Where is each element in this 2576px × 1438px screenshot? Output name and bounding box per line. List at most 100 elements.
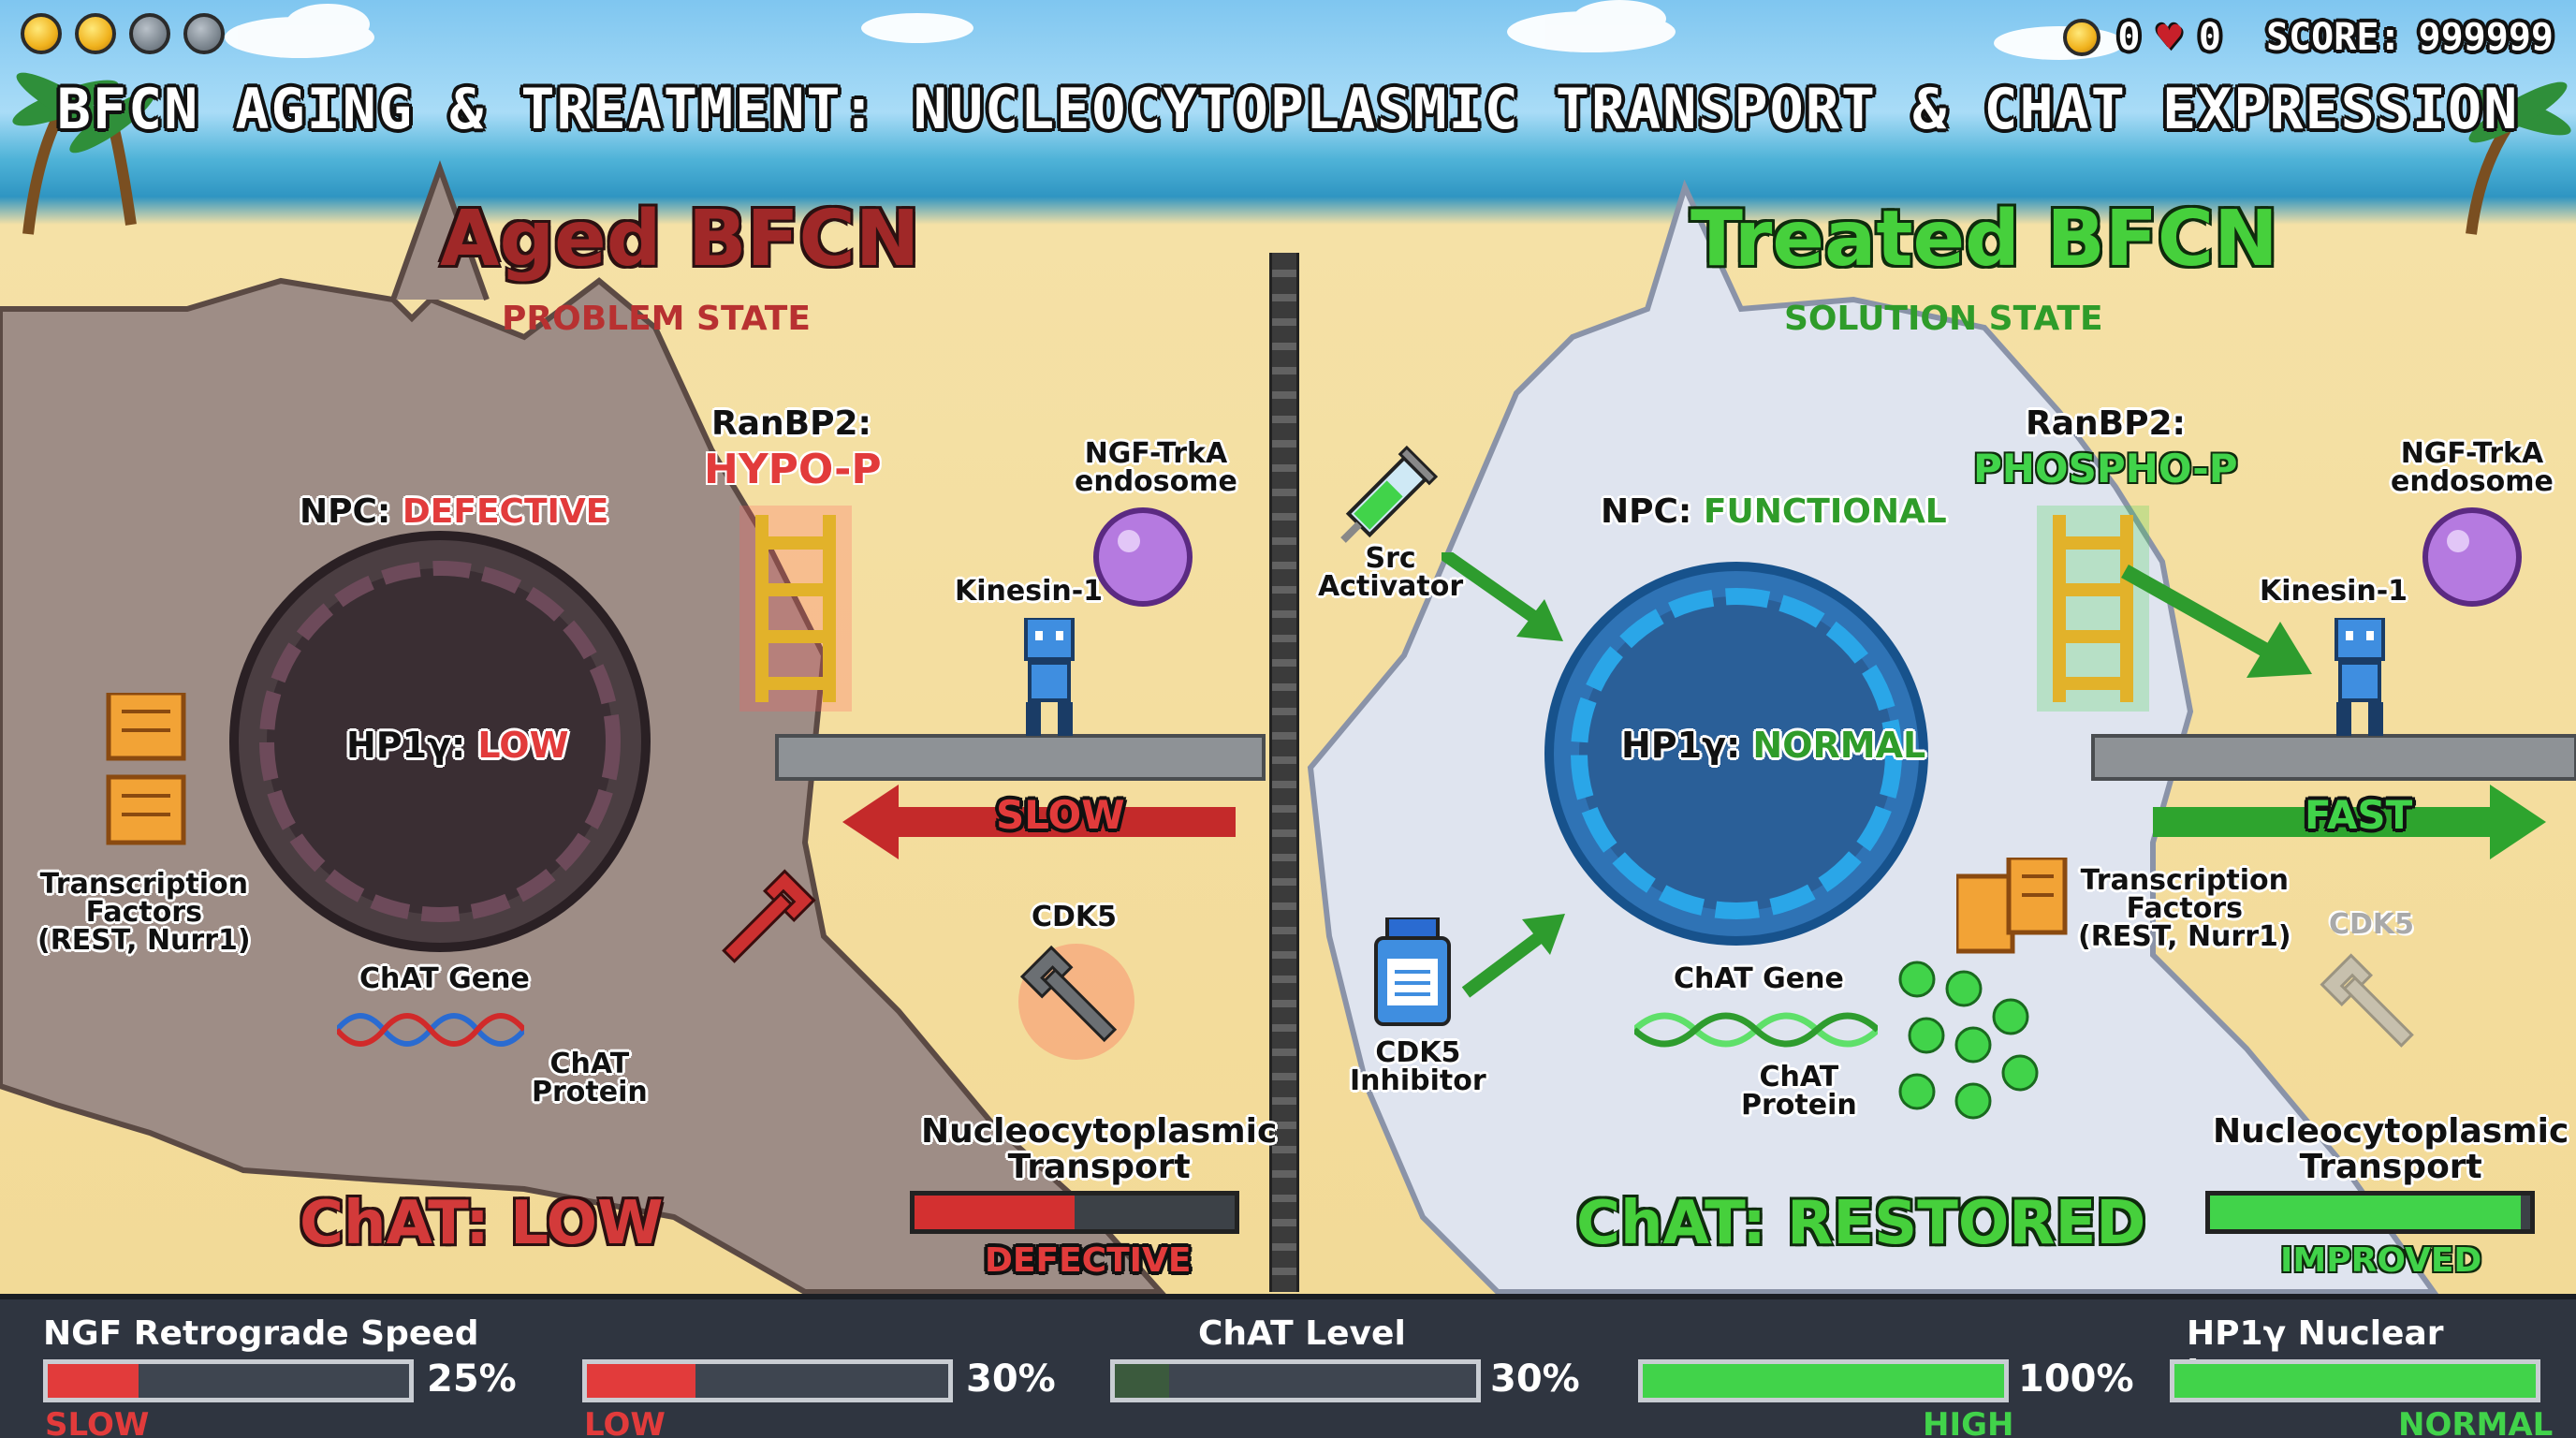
medicine-bottle-icon [1374,917,1451,1026]
chat-level-title: ChAT Level [1198,1314,1406,1353]
cloud-icon [225,0,2125,60]
green-arrow-icon [2121,565,2312,678]
score-label: SCORE: [2266,16,2402,59]
speed-label-right: FAST [2305,792,2413,838]
hp1-label-left: HP1γ: LOW [346,725,569,766]
cdk5-inhibitor-label: CDK5 Inhibitor [1350,1036,1486,1097]
hp1-state-right: NORMAL [1752,725,1926,766]
chat-gene-label-left: ChAT Gene [359,962,530,995]
chat-level-bar [1110,1359,1481,1402]
coin-icon [75,13,116,54]
hp1-label-right: HP1γ: NORMAL [1621,725,1925,766]
treated-nucleus-inner [1571,588,1902,919]
heart-icon: ♥ [2157,13,2182,62]
npc-prefix: NPC: [300,492,391,531]
wrench-icon-active [722,869,816,963]
treated-heading: Treated BFCN [1690,195,2278,284]
slow-arrow-icon [842,785,1236,859]
tf-label-right: Transcription Factors (REST, Nurr1) [2078,864,2291,953]
transport-title-left: Nucleocytoplasmic Transport [921,1112,1278,1186]
chat-protein-label-left: ChAT Protein [532,1048,648,1108]
npc-label-right: NPC: FUNCTIONAL [1601,492,1947,531]
aged-neuron-dendrite [390,160,490,301]
speed-label-left: SLOW [996,792,1125,838]
dna-icon [1634,1012,1878,1048]
hp1-state-left: LOW [477,725,569,766]
hp1-prefix-right: HP1γ: [1621,725,1741,766]
hp1-prefix-left: HP1γ: [346,725,466,766]
ranbp2-state-left: HYPO-P [704,446,882,493]
chat-status-right: ChAT: RESTORED [1576,1189,2146,1258]
aged-subheading: PROBLEM STATE [502,300,811,338]
ranbp2-ladder-icon [739,506,852,712]
ranbp2-label-left: RanBP2: [711,404,871,443]
ranbp2-ladder-icon-right [2037,506,2149,712]
transcription-factor-scroll-icon [106,693,186,845]
transport-bar-left [910,1191,1239,1234]
chat-high-state: HIGH [1923,1406,2014,1438]
endosome-label-right: NGF-TrkA endosome [2391,437,2554,498]
chat-gene-label-right: ChAT Gene [1674,962,1844,995]
chat-high-bar [1638,1359,2009,1402]
npc-prefix-right: NPC: [1601,492,1692,531]
chat-protein-label-right: ChAT Protein [1741,1061,1857,1122]
ngf-speed-state: SLOW [45,1406,150,1438]
src-activator-label: Src Activator [1318,542,1464,603]
wrench-icon [1018,944,1134,1060]
ngf-speed-title: NGF Retrograde Speed [43,1314,479,1353]
coin-icon [2063,19,2101,56]
lives-tray [21,13,225,54]
aged-heading: Aged BFCN [440,195,920,284]
hp1-import-state: NORMAL [2398,1406,2554,1438]
kinesin-robot-icon-right [2334,618,2385,736]
bar-fill [2174,1364,2536,1398]
fast-arrow-icon [2153,785,2546,859]
transport-title-right: Nucleocytoplasmic Transport [2213,1112,2569,1186]
ranbp2-state-right: PHOSPHO-P [1973,446,2238,492]
syringe-icon [1340,446,1438,543]
npc-state-left: DEFECTIVE [402,492,609,531]
score-hud: 0 ♥ 0 SCORE: 999999 [2063,11,2554,64]
cdk5-label-left: CDK5 [1032,901,1118,933]
game-title: BFCN AGING & TREATMENT: NUCLEOCYTOPLASMI… [56,77,2520,142]
axon-track-right [2091,734,2576,781]
empty-coin-icon [183,13,225,54]
empty-coin-icon [129,13,170,54]
green-arrow-icon [1461,914,1565,998]
heart-count: 0 [2198,16,2221,59]
ngf-speed-bar [43,1359,414,1402]
kinesin-label-left: Kinesin-1 [955,575,1104,608]
endosome-label-left: NGF-TrkA endosome [1075,437,1237,498]
transcription-factor-scroll-icon [1956,858,2068,954]
green-arrow-icon [1442,552,1563,641]
chat-level-pct: 30% [1490,1357,1580,1401]
chat-protein-cluster-icon [1898,961,2039,1120]
dna-icon [337,1013,524,1047]
ngf-speed-pct: 25% [427,1357,517,1401]
ranbp2-label-right: RanBP2: [2026,404,2186,443]
npc-label-left: NPC: DEFECTIVE [300,492,608,531]
bar-fill [587,1364,695,1398]
bar-fill [1115,1364,1169,1398]
bar-fill [1643,1364,2004,1398]
chat-low-bar [582,1359,953,1402]
transport-state-right: IMPROVED [2280,1241,2482,1280]
hp1-import-bar [2170,1359,2540,1402]
axon-track-left [775,734,1266,781]
transport-bar-fill-right [2210,1196,2521,1229]
chat-status-left: ChAT: LOW [300,1189,664,1258]
cdk5-label-right: CDK5 [2329,908,2415,941]
treated-subheading: SOLUTION STATE [1784,300,2103,338]
aged-nucleus-inner [259,561,621,922]
coin-icon [21,13,62,54]
chat-low-pct: 30% [966,1357,1056,1401]
kinesin-label-right: Kinesin-1 [2260,575,2408,608]
transport-bar-right [2205,1191,2535,1234]
status-panel: NGF Retrograde Speed ChAT Level HP1γ Nuc… [0,1294,2576,1438]
endosome-icon-right [2422,507,2522,607]
palm-leaves-icon [12,72,2571,154]
chat-low-state: LOW [584,1406,666,1438]
bar-fill [48,1364,139,1398]
